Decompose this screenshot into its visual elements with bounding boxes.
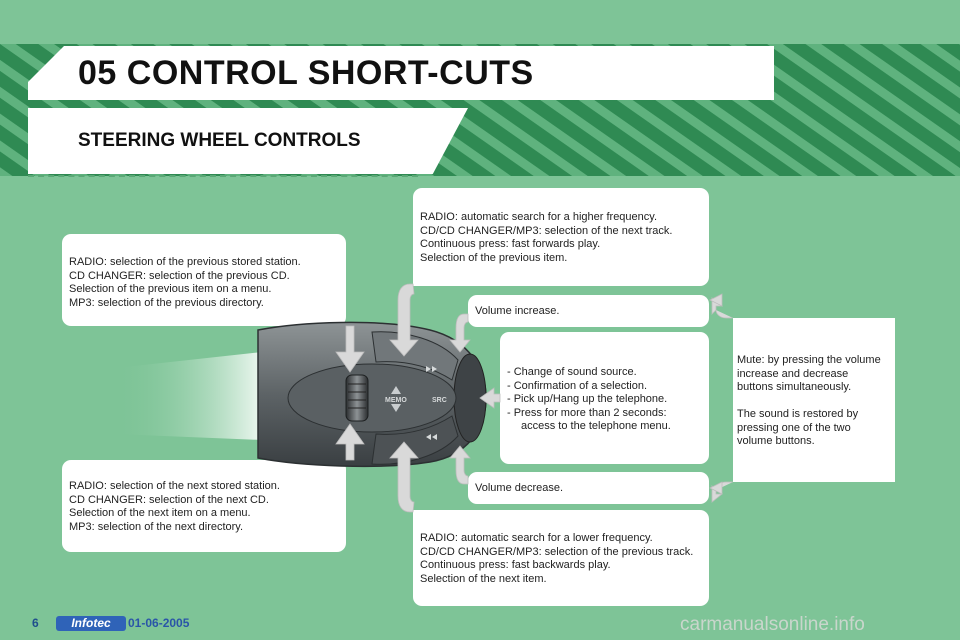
arrowhead-mute-down [709, 481, 723, 495]
panel-higher-frequency: RADIO: automatic search for a higher fre… [413, 188, 709, 286]
previous-rocker [371, 415, 459, 465]
arrow-previous-stored [335, 325, 365, 373]
panel-next-stored: RADIO: selection of the next stored stat… [62, 460, 346, 552]
down-triangle-icon [391, 404, 401, 412]
up-triangle-icon [391, 386, 401, 394]
subtitle-box [28, 108, 468, 174]
fast-rewind-icon [426, 434, 437, 440]
panel-source: - Change of sound source. - Confirmation… [500, 332, 709, 464]
title-box [28, 46, 774, 100]
infotec-logo: Infotec [56, 616, 126, 631]
arrow-volume-decrease [449, 445, 471, 485]
panel-volume-decrease: Volume decrease. [468, 472, 709, 504]
arrow-lower-frequency [389, 441, 419, 513]
divider [28, 175, 418, 177]
memo-thumbwheel [345, 374, 369, 422]
arrow-source [479, 387, 501, 409]
panel-volume-increase: Volume increase. [468, 295, 709, 327]
panel-mute: Mute: by pressing the volume increase an… [733, 318, 895, 482]
arrow-volume-increase [449, 313, 471, 353]
panel-lower-frequency: RADIO: automatic search for a lower freq… [413, 510, 709, 606]
arrow-higher-frequency [389, 283, 419, 357]
light-beam [115, 352, 262, 440]
src-label: SRC [432, 397, 447, 404]
page-title: 05 CONTROL SHORT-CUTS [78, 54, 534, 92]
callout-arrows [335, 283, 733, 513]
section-title: STEERING WHEEL CONTROLS [78, 130, 361, 151]
watermark: carmanualsonline.info [680, 614, 865, 635]
page-number: 6 [32, 616, 39, 630]
panel-previous-stored: RADIO: selection of the previous stored … [62, 234, 346, 326]
arrowhead-mute-up [709, 293, 723, 307]
memo-label: MEMO [385, 397, 407, 404]
control-face [287, 363, 457, 433]
edition-date: 01-06-2005 [128, 616, 190, 630]
arrow-next-stored [335, 423, 365, 461]
fast-forward-icon [426, 366, 437, 372]
